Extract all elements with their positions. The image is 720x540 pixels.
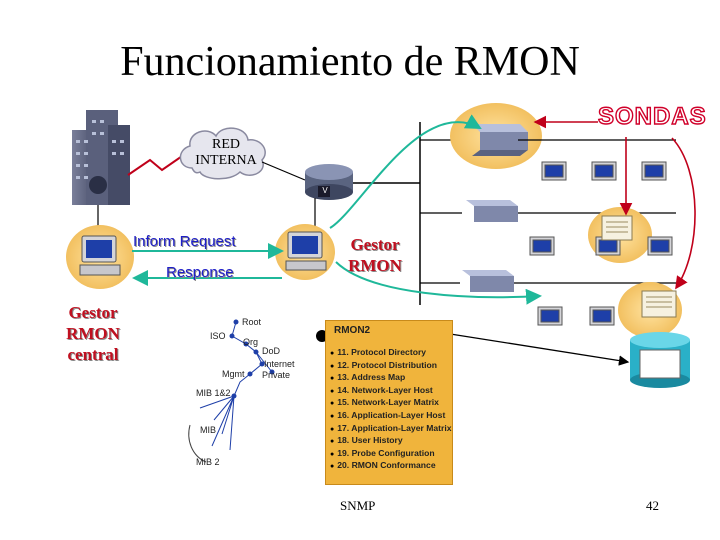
rmon2-item: 11. Protocol Directory (330, 347, 452, 360)
rmon2-item: 19. Probe Configuration (330, 448, 452, 461)
router-icon (305, 164, 353, 200)
poll-arrow-2 (335, 261, 542, 305)
rmon2-title: RMON2 (334, 325, 371, 336)
hub-icon-1 (450, 103, 542, 169)
router-mark: V (322, 186, 328, 195)
rmon2-item: 17. Application-Layer Matrix (330, 423, 451, 436)
wan-link (127, 151, 189, 176)
workstation-row-3 (537, 306, 615, 326)
sondas-arrow-3 (671, 137, 696, 290)
rmon2-list: 11. Protocol Directory 12. Protocol Dist… (330, 347, 452, 473)
page-number: 42 (646, 498, 659, 513)
cloud-label: RED INTERNA (195, 137, 257, 168)
footer-center: SNMP (340, 498, 376, 513)
gestor-rmon-computer-icon (275, 224, 335, 280)
rmon2-item: 16. Application-Layer Host (330, 410, 452, 423)
response-label: Response (166, 264, 234, 281)
central-manager-computer-icon (66, 225, 134, 289)
mib-tree-lines (188, 321, 273, 463)
gestor-central-label: Gestor RMON central (66, 303, 120, 364)
rmon2-item: 13. Address Map (330, 372, 452, 385)
storage-arrow (443, 332, 630, 366)
rmon2-item: 15. Network-Layer Matrix (330, 397, 452, 410)
poll-arrow-1 (329, 114, 482, 229)
building-icon (72, 110, 130, 205)
database-icon (630, 332, 690, 388)
gestor-rmon-label: Gestor RMON (348, 235, 402, 275)
rmon2-item: 20. RMON Conformance (330, 460, 452, 473)
inform-request-label: Inform Request (133, 233, 236, 250)
cloud-icon (179, 127, 266, 180)
rmon2-item: 12. Protocol Distribution (330, 360, 452, 373)
rmon2-panel: RMON2 11. Protocol Directory 12. Protoco… (325, 320, 453, 485)
page-title: Funcionamiento de RMON (120, 39, 580, 85)
workstation-row-1 (541, 161, 667, 181)
rmon2-item: 18. User History (330, 435, 452, 448)
workstation-row-2 (529, 236, 673, 256)
rmon2-item: 14. Network-Layer Host (330, 385, 452, 398)
sondas-label: SONDAS (597, 102, 707, 130)
hub-icon-2 (466, 200, 518, 222)
probe-icon (601, 215, 677, 318)
hub-icon-3 (462, 270, 514, 292)
